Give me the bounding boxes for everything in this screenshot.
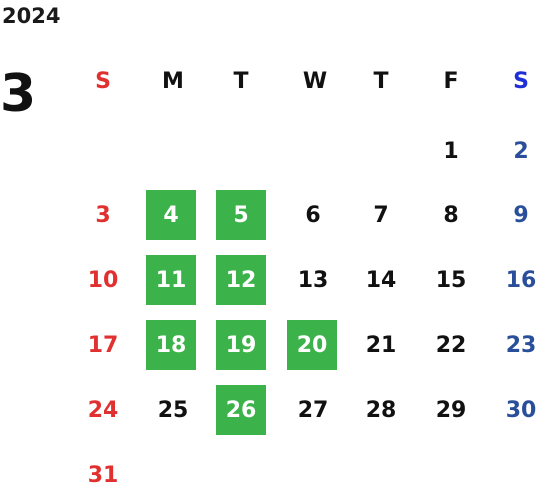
day-cell[interactable]: 9 [513, 202, 529, 228]
day-cell[interactable]: 29 [435, 397, 467, 423]
day-cell-highlighted[interactable]: 5 [216, 190, 266, 240]
day-cell[interactable]: 8 [443, 202, 459, 228]
day-cell[interactable]: 14 [365, 267, 397, 293]
day-cell[interactable]: 28 [365, 397, 397, 423]
day-cell[interactable]: 6 [305, 202, 321, 228]
day-cell[interactable]: 1 [443, 138, 459, 164]
weekday-header-wednesday: W [302, 68, 328, 94]
day-cell[interactable]: 31 [87, 462, 119, 488]
weekday-header-thursday: T [373, 68, 389, 94]
day-cell[interactable]: 3 [95, 202, 111, 228]
weekday-header-sunday: S [95, 68, 111, 94]
day-cell[interactable]: 27 [297, 397, 329, 423]
day-cell[interactable]: 2 [513, 138, 529, 164]
day-cell[interactable]: 13 [297, 267, 329, 293]
day-cell-highlighted[interactable]: 11 [146, 255, 196, 305]
day-cell-highlighted[interactable]: 19 [216, 320, 266, 370]
day-cell[interactable]: 30 [505, 397, 537, 423]
day-cell[interactable]: 23 [505, 332, 537, 358]
day-cell[interactable]: 25 [157, 397, 189, 423]
month-label: 3 [0, 64, 37, 124]
day-cell[interactable]: 7 [373, 202, 389, 228]
day-cell[interactable]: 24 [87, 397, 119, 423]
day-cell-highlighted[interactable]: 12 [216, 255, 266, 305]
day-cell-highlighted[interactable]: 26 [216, 385, 266, 435]
day-cell-highlighted[interactable]: 4 [146, 190, 196, 240]
day-cell-highlighted[interactable]: 20 [287, 320, 337, 370]
weekday-header-tuesday: T [233, 68, 249, 94]
weekday-header-friday: F [443, 68, 459, 94]
day-cell-highlighted[interactable]: 18 [146, 320, 196, 370]
day-cell[interactable]: 22 [435, 332, 467, 358]
day-cell[interactable]: 17 [87, 332, 119, 358]
day-cell[interactable]: 10 [87, 267, 119, 293]
year-label: 2024 [2, 4, 61, 28]
day-cell[interactable]: 21 [365, 332, 397, 358]
day-cell[interactable]: 16 [505, 267, 537, 293]
weekday-header-saturday: S [513, 68, 529, 94]
day-cell[interactable]: 15 [435, 267, 467, 293]
weekday-header-monday: M [162, 68, 184, 94]
